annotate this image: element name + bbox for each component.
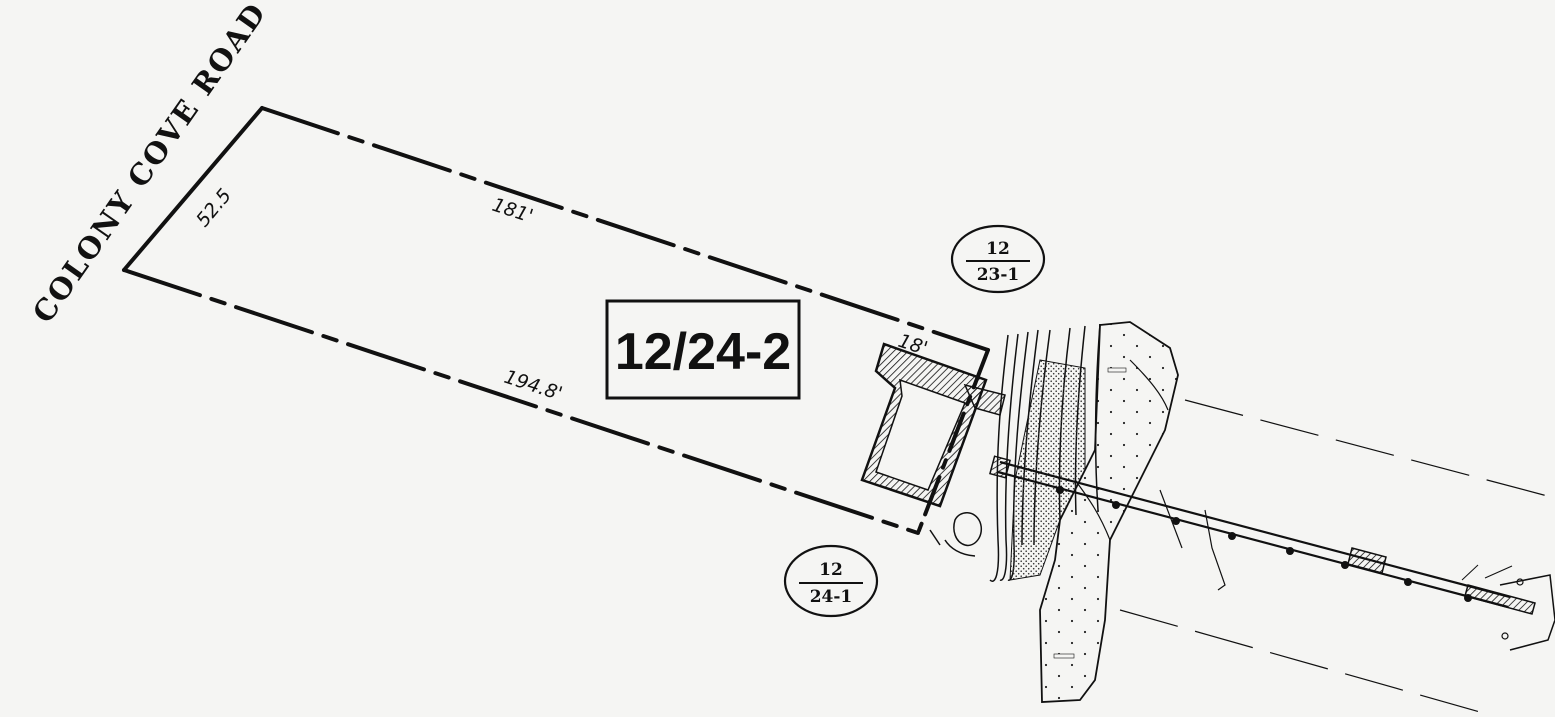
adjacent-parcel-ref-bottom: 23-1 bbox=[977, 265, 1020, 285]
house-footprint bbox=[860, 342, 988, 508]
parcel-boundary bbox=[122, 106, 990, 535]
front-lot-line bbox=[122, 106, 264, 272]
south-lot-line bbox=[122, 268, 920, 535]
wetland-stipple bbox=[1009, 359, 1086, 581]
water-note bbox=[1053, 653, 1075, 659]
dock-sketch-marks bbox=[1074, 359, 1226, 591]
north-lot-line bbox=[260, 106, 990, 352]
water-note bbox=[1107, 367, 1127, 373]
adjacent-parcel-ref-top: 12 bbox=[986, 239, 1010, 259]
riparian-extension-lines bbox=[1119, 399, 1555, 713]
adjacent-parcel-ref: 12 23-1 bbox=[950, 224, 1046, 294]
dock-pilings bbox=[1056, 486, 1472, 602]
parcel-id: 12/24-2 bbox=[615, 323, 791, 381]
adjacent-parcel-ref-bottom: 24-1 bbox=[810, 587, 853, 607]
dock bbox=[989, 455, 1555, 651]
front-dimension: 52.5 bbox=[192, 185, 236, 232]
parcel-id-box: 12/24-2 bbox=[605, 299, 801, 400]
water-area bbox=[1039, 321, 1179, 703]
shore-features bbox=[929, 512, 982, 557]
adjacent-parcel-ref: 12 24-1 bbox=[783, 544, 879, 618]
adjacent-parcel-ref-top: 12 bbox=[819, 560, 843, 580]
